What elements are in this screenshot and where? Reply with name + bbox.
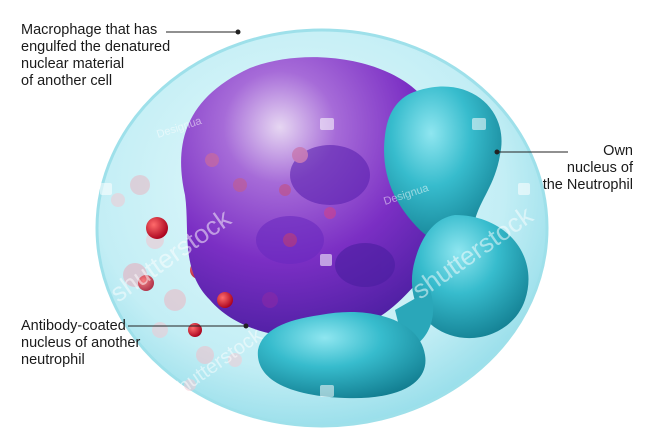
label-line: nucleus of [566,160,633,176]
label-own-nucleus: Own nucleus of the Neutrophil [543,143,633,194]
label-line: nuclear material [21,56,125,72]
label-line: neutrophil [21,352,85,368]
macrophage-inclusions [233,145,395,308]
watermark-badges [100,118,530,397]
label-line: Antibody-coated [21,318,126,334]
granule [205,153,219,167]
label-line: Own [603,143,633,159]
label-line: the Neutrophil [542,177,633,193]
label-line: engulfed the denatured [21,39,171,55]
leader-lines [128,29,568,329]
label-line: Macrophage that has [21,22,158,38]
label-antibody-coated: Antibody-coated nucleus of another neutr… [21,318,140,369]
label-macrophage: Macrophage that has engulfed the denatur… [21,22,170,90]
neutrophil-nucleus [257,86,529,399]
granule [217,292,233,308]
label-line: of another cell [21,73,113,89]
cytoplasm-granules [111,175,242,391]
label-line: nucleus of another [21,335,141,351]
